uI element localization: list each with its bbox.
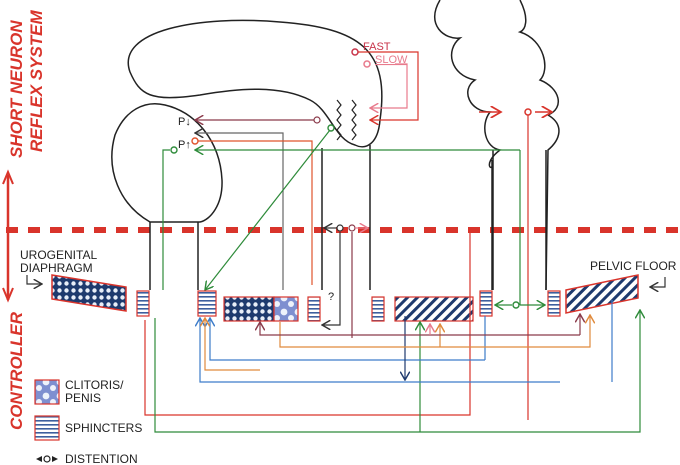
sphincter-middle bbox=[307, 296, 321, 322]
sphincter-bladder bbox=[197, 290, 217, 317]
urogenital-pointer-icon bbox=[26, 275, 42, 284]
muscle-squiggle-1 bbox=[336, 99, 342, 141]
label-fast: FAST bbox=[363, 41, 391, 53]
legend-clitoris-swatch bbox=[34, 379, 60, 405]
clitoris-penis-tissue bbox=[273, 296, 299, 322]
receptor-maroon bbox=[313, 116, 321, 124]
receptor-dark bbox=[336, 224, 344, 232]
wire-orange-left bbox=[205, 318, 260, 371]
fast-pathway bbox=[358, 51, 419, 120]
legend-clitoris-label-2: PENIS bbox=[65, 391, 101, 405]
receptor-green bbox=[170, 146, 178, 154]
wire-maroon bbox=[260, 322, 580, 336]
rectum-right-wall bbox=[517, 0, 560, 291]
distention-receptor bbox=[524, 108, 532, 116]
label-short-neuron: SHORT NEURON bbox=[7, 20, 26, 158]
axis-arrows bbox=[2, 169, 14, 303]
sphincter-colon bbox=[371, 296, 385, 322]
pathway-green-diag bbox=[205, 129, 331, 290]
colon-shape bbox=[127, 19, 383, 148]
pathway-orange-red bbox=[195, 140, 313, 285]
receptor-green-colon bbox=[327, 124, 335, 132]
label-question: ? bbox=[328, 291, 334, 303]
bladder-shape bbox=[111, 103, 223, 223]
pathway-gray bbox=[195, 133, 284, 290]
slow-receptor bbox=[363, 60, 371, 68]
legend-distention-label: DISTENTION bbox=[65, 452, 138, 465]
wire-red-bottom bbox=[144, 229, 480, 416]
wire-green-bottom bbox=[154, 310, 640, 433]
distention-receptor-anal bbox=[512, 301, 520, 309]
slow-pathway bbox=[370, 63, 408, 108]
legend-sphincters-label: SPHINCTERS bbox=[65, 421, 142, 435]
pathway-green-bladder bbox=[162, 149, 170, 290]
wire-dark-question bbox=[322, 232, 341, 325]
legend-sphincters-swatch bbox=[34, 415, 60, 441]
muscle-squiggle-2 bbox=[351, 99, 357, 141]
wire-blue-outer bbox=[200, 318, 560, 383]
wire-blue-inner bbox=[210, 318, 485, 361]
receptor-maroon-2 bbox=[348, 224, 356, 232]
label-urogenital: UROGENITAL bbox=[20, 248, 97, 262]
urogenital-diaphragm-shape bbox=[51, 274, 127, 312]
urogenital-tissue bbox=[223, 296, 275, 322]
sphincter-internal-anal bbox=[479, 290, 493, 317]
label-p-down: P↓ bbox=[178, 116, 191, 128]
rectum-left-wall bbox=[433, 0, 502, 290]
legend-clitoris-label-1: CLITORIS/ bbox=[65, 378, 124, 392]
pelvic-floor-shape bbox=[565, 274, 639, 314]
receptor-orange bbox=[191, 137, 199, 145]
up-arrow-icon bbox=[2, 169, 14, 185]
distention-icon bbox=[36, 455, 58, 463]
down-arrow-icon bbox=[2, 287, 14, 303]
label-controller: CONTROLLER bbox=[7, 311, 26, 430]
label-reflex-system: REFLEX SYSTEM bbox=[27, 9, 46, 152]
label-pelvic-floor: PELVIC FLOOR bbox=[590, 259, 677, 273]
pelvic-floor-pointer-icon bbox=[650, 277, 666, 287]
legend: CLITORIS/ PENIS SPHINCTERS DISTENTION bbox=[34, 378, 142, 465]
label-slow: SLOW bbox=[375, 54, 408, 66]
sphincter-urethral bbox=[136, 290, 150, 317]
sphincter-external-anal bbox=[547, 290, 561, 317]
label-p-up: P↑ bbox=[178, 139, 191, 151]
fast-receptor bbox=[351, 48, 359, 56]
label-diaphragm: DIAPHRAGM bbox=[20, 261, 93, 275]
anal-tissue bbox=[394, 296, 474, 322]
